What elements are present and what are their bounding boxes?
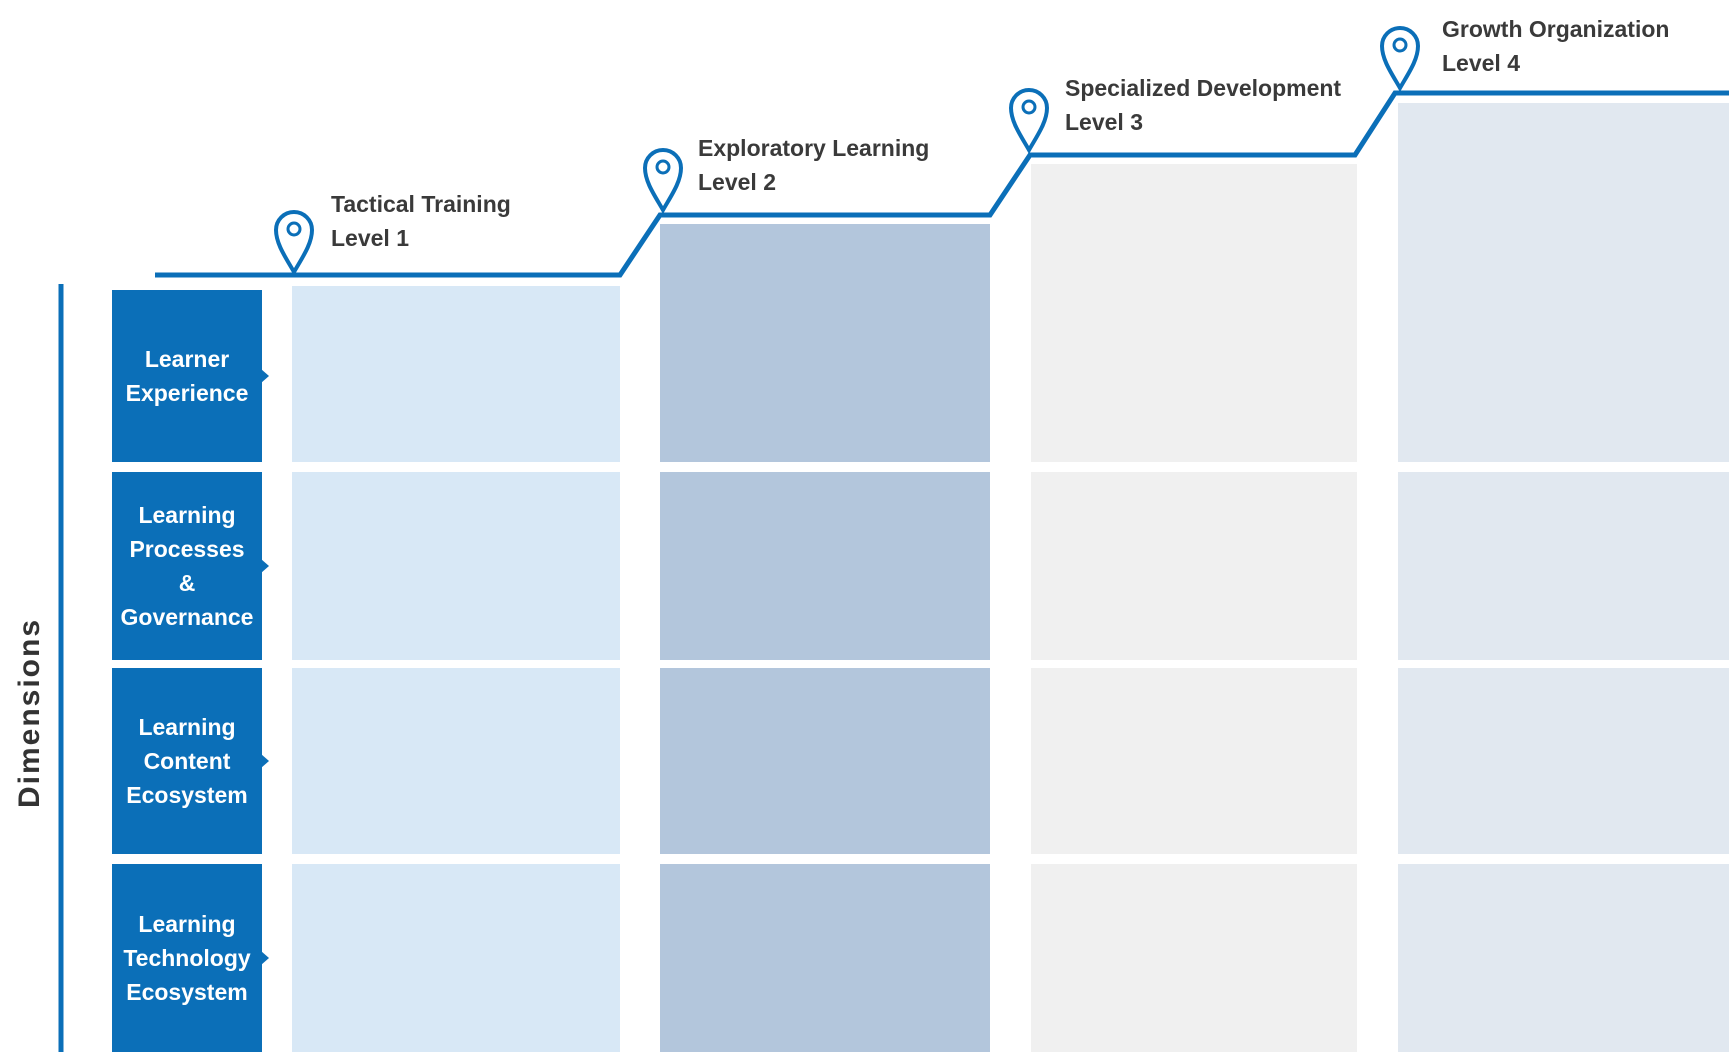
level-1-cell [292,286,620,462]
level-2-cell [660,472,990,660]
dimension-learning-processes-governance: Learning Processes & Governance [112,472,269,660]
level-label-3: Specialized Development Level 3 [1065,71,1341,139]
level-name: Exploratory Learning [698,135,930,161]
level-2-cell [660,864,990,1052]
level-2-cell [660,668,990,854]
dimensions-axis-text: Dimensions [13,617,47,809]
level-4-cell [1398,864,1729,1052]
level-number: Level 4 [1442,50,1520,76]
dimension-label: Learner Experience [125,346,249,406]
level-name: Specialized Development [1065,75,1342,101]
level-number: Level 3 [1065,109,1143,135]
staircase-path [155,90,1729,278]
level-3-cell [1031,164,1357,462]
dimension-learning-technology-ecosystem: Learning Technology Ecosystem [112,864,269,1052]
level-4-cell [1398,472,1729,660]
level-1-cell [292,472,620,660]
level-name: Growth Organization [1442,16,1670,42]
triangle-right-icon [261,369,269,383]
level-3-cell [1031,864,1357,1052]
triangle-right-icon [261,754,269,768]
dimension-learning-content-ecosystem: Learning Content Ecosystem [112,668,269,854]
level-number: Level 1 [331,225,409,251]
level-label-4: Growth Organization Level 4 [1442,12,1669,80]
level-number: Level 2 [698,169,776,195]
level-4-cell [1398,103,1729,462]
triangle-right-icon [261,559,269,573]
level-3-cell [1031,472,1357,660]
location-pin-icon [1379,26,1421,93]
triangle-right-icon [261,951,269,965]
dimensions-axis-label: Dimensions [4,618,56,808]
dimension-label: Learning Content Ecosystem [126,714,248,808]
level-1-cell [292,864,620,1052]
level-label-2: Exploratory Learning Level 2 [698,131,929,199]
dimension-learner-experience: Learner Experience [112,290,269,462]
location-pin-icon [1008,88,1050,155]
location-pin-icon [273,210,315,277]
dimension-label: Learning Processes & Governance [120,502,254,630]
level-name: Tactical Training [331,191,511,217]
level-3-cell [1031,668,1357,854]
location-pin-icon [642,148,684,215]
level-cells [292,103,1729,1052]
dimension-label: Learning Technology Ecosystem [123,911,251,1005]
level-4-cell [1398,668,1729,854]
level-2-cell [660,224,990,462]
level-1-cell [292,668,620,854]
level-label-1: Tactical Training Level 1 [331,187,511,255]
